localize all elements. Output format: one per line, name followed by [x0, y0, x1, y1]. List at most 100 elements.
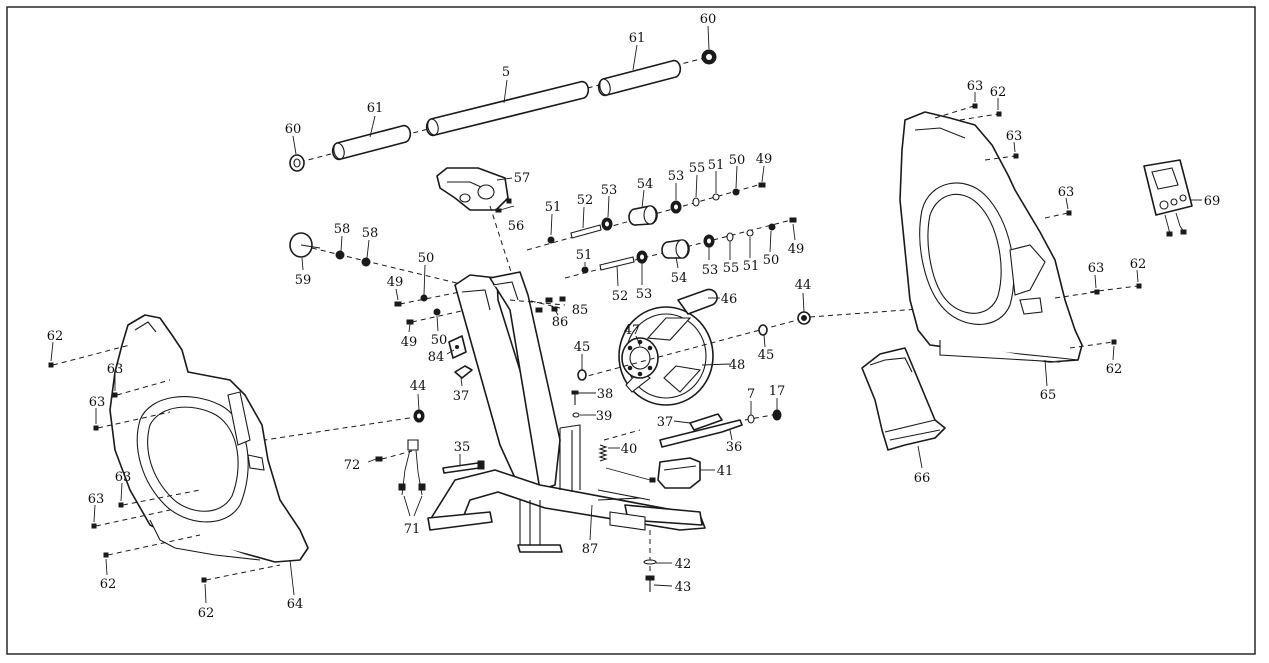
pulley-54-lower	[661, 239, 690, 259]
label-51: 51	[545, 200, 562, 215]
label-45: 45	[574, 340, 591, 355]
bolt-38	[571, 390, 596, 405]
spring-40	[598, 429, 641, 462]
label-61: 61	[367, 101, 384, 116]
label-50: 50	[763, 253, 780, 268]
nut-49-lower	[789, 217, 797, 223]
bearing-58-right	[361, 257, 371, 267]
bolts-85-86	[509, 296, 566, 316]
tension-cable	[605, 467, 656, 483]
label-51: 51	[708, 158, 725, 173]
label-36: 36	[726, 440, 743, 455]
flywheel-axle-line	[579, 317, 806, 379]
axle-52-lower	[599, 256, 635, 271]
bearing-53-lower-left	[636, 250, 648, 264]
label-50: 50	[431, 333, 448, 348]
nut-45-right	[758, 324, 768, 348]
spacer-55-upper	[692, 197, 700, 207]
spacer-55-lower	[726, 232, 734, 242]
label-65: 65	[1040, 388, 1057, 403]
washer-51-lower-left	[581, 266, 589, 274]
label-60: 60	[285, 122, 302, 137]
leveler-foot-41	[657, 457, 715, 489]
label-37: 37	[657, 415, 674, 430]
foam-grip-left-61	[331, 124, 412, 161]
nut-45-left	[577, 354, 587, 381]
label-39: 39	[596, 409, 613, 424]
tension-knob-37-left	[454, 365, 473, 387]
label-72: 72	[344, 458, 361, 473]
label-63: 63	[1006, 129, 1023, 144]
label-49: 49	[387, 275, 404, 290]
label-62: 62	[47, 329, 64, 344]
washer-7	[747, 401, 755, 424]
label-62: 62	[100, 577, 117, 592]
tension-knob-37-right	[673, 413, 723, 431]
washer-51-upper-left	[547, 236, 555, 244]
washer-51-lower-right	[746, 229, 754, 237]
label-71: 71	[404, 522, 421, 537]
bolt-43	[645, 575, 673, 592]
right-side-cover-65	[899, 111, 1083, 387]
label-45: 45	[758, 348, 775, 363]
bearing-53-upper-right	[670, 200, 682, 214]
label-61: 61	[629, 31, 646, 46]
label-54: 54	[671, 271, 688, 286]
bolt-35	[442, 454, 485, 474]
label-84: 84	[428, 350, 445, 365]
nut-49-upper	[758, 182, 766, 188]
washer-50-lower	[768, 223, 776, 231]
axle-row-lower	[564, 217, 797, 287]
label-50: 50	[418, 251, 435, 266]
handlebar-post-57	[436, 167, 521, 301]
washer-39	[572, 412, 596, 418]
label-56: 56	[508, 219, 525, 234]
bracket-84	[446, 335, 467, 359]
washer-50-mid	[433, 308, 441, 316]
console-69	[1143, 159, 1202, 237]
label-47: 47	[624, 323, 641, 338]
cap-44-left	[413, 393, 425, 423]
cap-44-right	[797, 292, 811, 325]
right-cover-screws	[934, 92, 1142, 361]
label-63: 63	[1088, 261, 1105, 276]
label-50: 50	[729, 153, 746, 168]
end-cap-right-60	[701, 49, 717, 65]
label-57: 57	[514, 171, 531, 186]
label-86: 86	[552, 315, 569, 330]
label-53: 53	[636, 287, 653, 302]
label-51: 51	[743, 259, 760, 274]
axle-row-upper	[526, 165, 766, 251]
label-66: 66	[914, 471, 931, 486]
foam-grip-right-61	[597, 59, 682, 97]
label-41: 41	[717, 464, 734, 479]
label-17: 17	[769, 384, 786, 399]
bearing-53-upper-left	[601, 217, 613, 231]
label-52: 52	[612, 289, 629, 304]
label-85: 85	[572, 303, 589, 318]
sensor-wire-71	[398, 439, 426, 517]
label-49: 49	[788, 242, 805, 257]
label-37: 37	[453, 389, 470, 404]
label-7: 7	[747, 387, 755, 402]
label-52: 52	[577, 193, 594, 208]
label-53: 53	[702, 263, 719, 278]
label-53: 53	[668, 169, 685, 184]
diagram-border	[6, 6, 1256, 655]
belt-46	[677, 288, 720, 315]
label-42: 42	[675, 557, 692, 572]
label-62: 62	[990, 85, 1007, 100]
label-63: 63	[88, 492, 105, 507]
flywheel-48	[618, 306, 731, 406]
label-55: 55	[689, 161, 706, 176]
axle-52-upper	[570, 224, 602, 239]
label-49: 49	[401, 335, 418, 350]
label-63: 63	[107, 362, 124, 377]
end-cap-left-60	[289, 154, 305, 172]
bearing-58-left	[335, 250, 345, 260]
left-cover-screws	[48, 341, 281, 604]
label-58: 58	[334, 222, 351, 237]
label-49: 49	[756, 152, 773, 167]
label-62: 62	[1130, 257, 1147, 272]
label-63: 63	[115, 470, 132, 485]
